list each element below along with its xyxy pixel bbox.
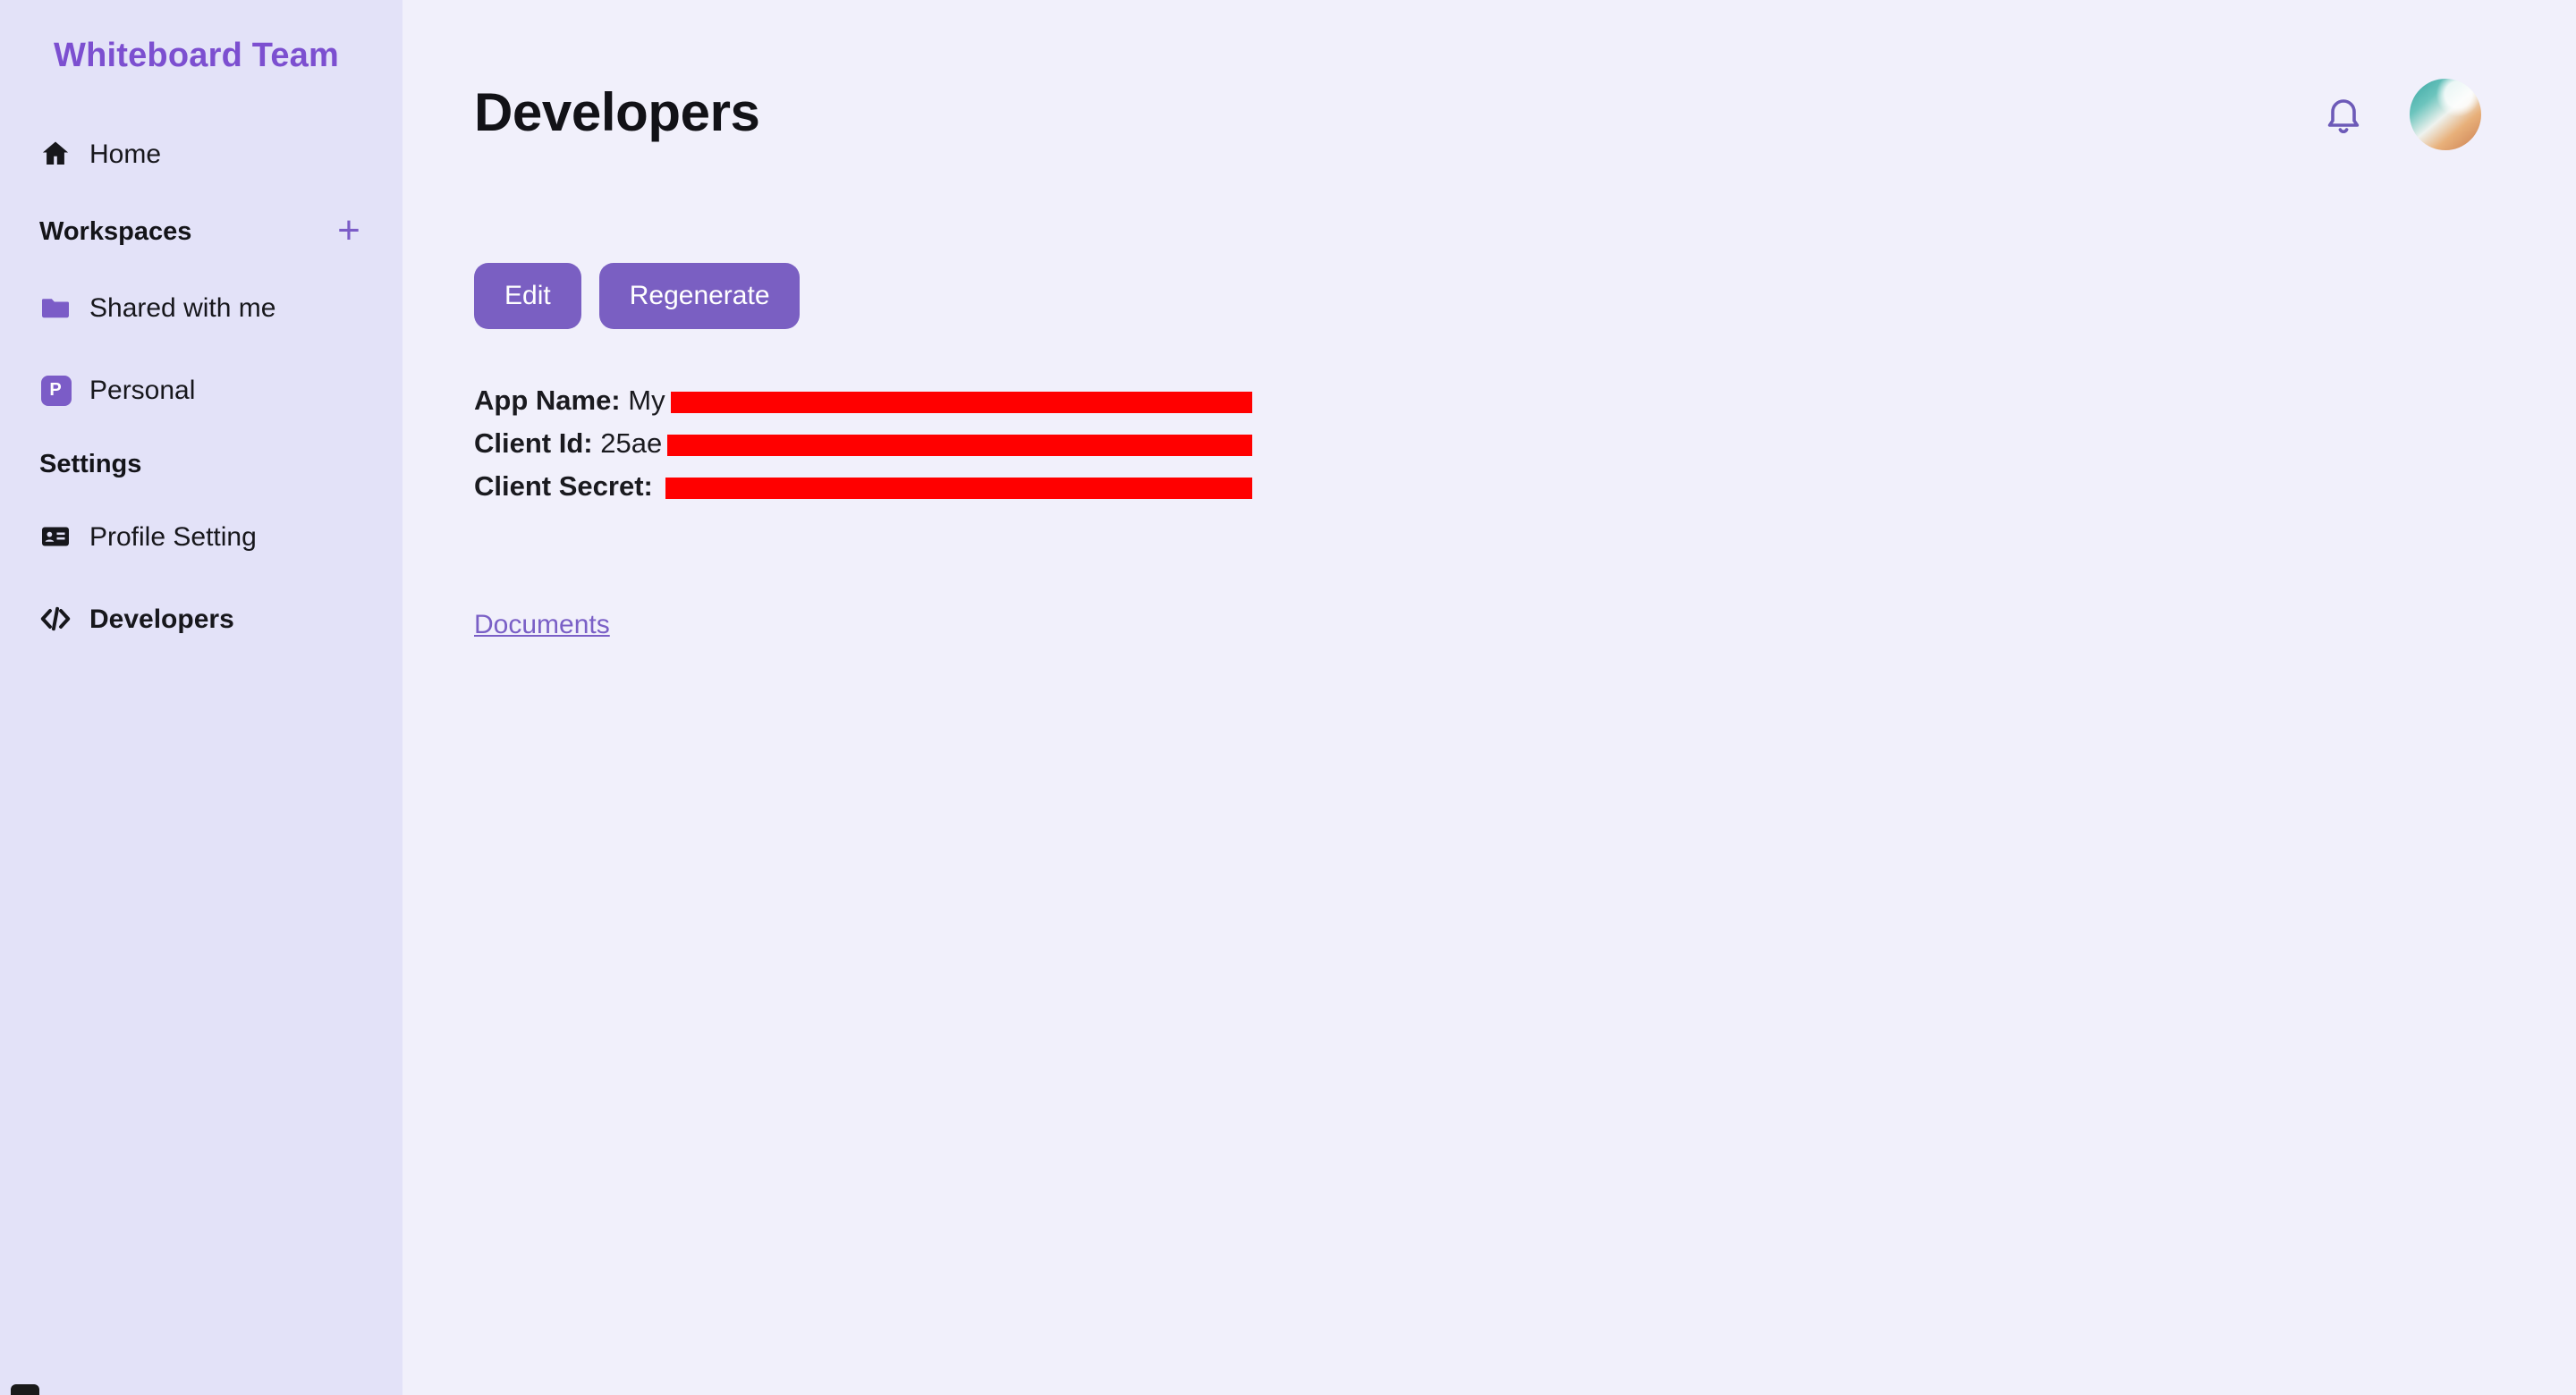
sidebar-item-home[interactable]: Home	[36, 132, 367, 175]
user-avatar[interactable]	[2410, 79, 2481, 150]
client-secret-row: Client Secret:	[474, 467, 1252, 510]
code-icon	[39, 603, 72, 635]
sidebar-item-label: Personal	[89, 375, 196, 405]
sidebar-item-developers[interactable]: Developers	[36, 597, 367, 640]
app-name-label: App Name:	[474, 386, 621, 417]
sidebar-item-label: Home	[89, 139, 162, 169]
personal-badge-icon: P	[39, 374, 72, 406]
edit-button[interactable]: Edit	[474, 263, 581, 329]
settings-section-row: Settings	[36, 451, 367, 479]
action-buttons: Edit Regenerate	[474, 263, 2576, 329]
app-title: Whiteboard Team	[54, 38, 339, 75]
client-id-label: Client Id:	[474, 429, 593, 460]
sidebar: Whiteboard Team Home Workspaces + Shared…	[0, 0, 402, 1395]
client-id-row: Client Id: 25ae	[474, 424, 1252, 467]
client-secret-value	[653, 467, 661, 510]
workspaces-section-row: Workspaces +	[36, 207, 367, 252]
id-card-icon	[39, 520, 72, 553]
home-icon	[39, 138, 72, 170]
workspaces-header: Workspaces	[39, 218, 192, 247]
sidebar-item-personal[interactable]: P Personal	[36, 368, 367, 411]
sidebar-item-profile-setting[interactable]: Profile Setting	[36, 515, 367, 558]
documents-link[interactable]: Documents	[474, 610, 610, 640]
client-id-value: 25ae	[592, 429, 663, 460]
app-name-value: My	[620, 386, 665, 417]
settings-header: Settings	[39, 451, 142, 479]
notifications-bell-icon[interactable]	[2320, 91, 2367, 138]
app-details: App Name: My Client Id: 25ae Client Secr…	[474, 381, 1252, 510]
documents-link-row: Documents	[474, 610, 2576, 642]
page-header: Developers	[402, 0, 2576, 150]
sidebar-item-shared-with-me[interactable]: Shared with me	[36, 286, 367, 329]
folder-icon	[39, 292, 72, 324]
developers-panel: Edit Regenerate App Name: My Client Id: …	[402, 263, 2576, 642]
sidebar-item-label: Profile Setting	[89, 521, 257, 552]
sidebar-item-label: Shared with me	[89, 292, 276, 323]
bottom-left-artifact	[11, 1384, 39, 1395]
app-name-row: App Name: My	[474, 381, 1252, 424]
redaction-bar	[667, 435, 1252, 456]
redaction-bar	[665, 478, 1252, 499]
client-secret-label: Client Secret:	[474, 472, 653, 503]
regenerate-button[interactable]: Regenerate	[598, 263, 801, 329]
add-workspace-button[interactable]: +	[337, 207, 360, 252]
main-content: Developers Edit Regenerate App Name: My	[402, 0, 2576, 1395]
sidebar-item-label: Developers	[89, 604, 234, 634]
header-actions	[2320, 79, 2481, 150]
redaction-bar	[670, 392, 1252, 413]
page-title: Developers	[474, 84, 760, 143]
